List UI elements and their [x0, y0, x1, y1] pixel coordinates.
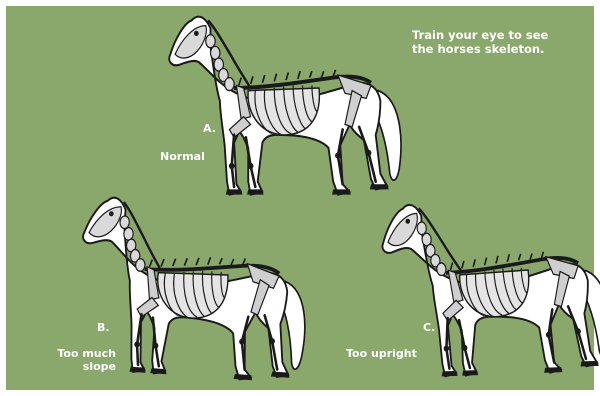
horse-b-caption: Too much slope: [34, 347, 116, 373]
horse-b-letter: B.: [97, 321, 110, 334]
headline-line-2: the horses skeleton.: [412, 42, 592, 56]
horse-a-caption: Normal: [160, 150, 205, 163]
horse-c-letter: C.: [423, 321, 435, 334]
horse-b-caption-line-2: slope: [34, 360, 116, 373]
horse-b-caption-line-1: Too much: [34, 347, 116, 360]
horse-c-caption: Too upright: [346, 347, 417, 360]
horse-a-letter: A.: [203, 122, 216, 135]
headline-line-1: Train your eye to see: [412, 28, 592, 42]
horse-a-skeleton: [169, 17, 401, 195]
headline-text: Train your eye to see the horses skeleto…: [412, 28, 592, 56]
